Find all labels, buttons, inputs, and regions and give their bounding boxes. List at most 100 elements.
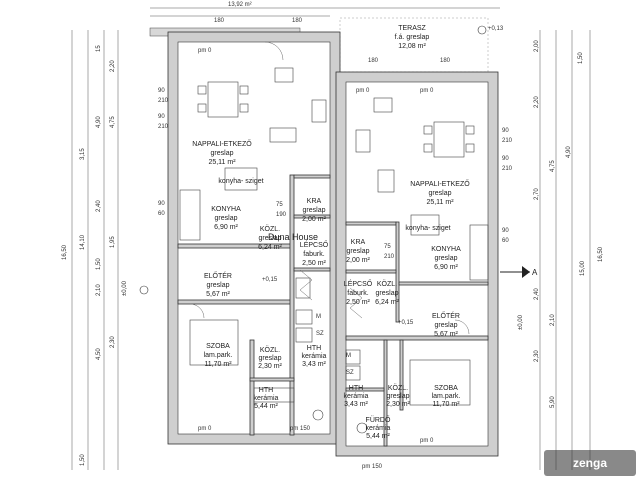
dim-r-2-10: 2,10 [550,314,556,326]
right-szoba-floor: lam.park. [432,393,461,400]
left-szoba-floor: lam.park. [204,352,233,359]
right-kozl-floor: greslap [376,290,399,297]
dim-r-2-20: 2,20 [534,96,540,108]
dim-4-50: 4,50 [96,348,102,360]
dim-r-1-50: 1,50 [578,52,584,64]
dim-r-5-90: 5,90 [550,396,556,408]
dim-180-top-left: 180 [214,18,225,24]
dim-4-90: 4,90 [96,116,102,128]
section-markers: A ±0,00 ±0,00 [122,266,538,330]
terasz-floor: f.á. greslap [395,34,430,41]
right-kitchen-name: KONYHA [431,246,461,253]
dim-180-top-right: 180 [292,18,303,24]
dim-190-kra: 190 [276,212,287,218]
right-pm0-bottom: pm 0 [420,438,434,444]
dim-1-50: 1,50 [96,258,102,270]
dim-r-4-90: 4,90 [566,146,572,158]
dim-r-2-70: 2,70 [534,188,540,200]
dim-r-4-75: 4,75 [550,160,556,172]
dim-210-a: 210 [158,98,169,104]
dim-2-20: 2,20 [110,60,116,72]
watermark-badge: zenga [544,450,636,476]
left-kitchen-name: KONYHA [211,206,241,213]
left-hth-area: 3,43 m² [302,361,326,368]
left-eloter-name: ELŐTÉR [204,271,232,280]
left-eloter-floor: greslap [207,282,230,289]
left-island-label: konyha- sziget [218,178,263,185]
right-kra-area: 2,00 m² [346,257,370,264]
right-lepcso-floor: faburk. [347,290,368,297]
dim-1-50-bottom: 1,50 [80,454,86,466]
left-kra-area: 2,00 m² [302,216,326,223]
right-kra-floor: greslap [347,248,370,255]
terasz-level: +0,13 [488,26,504,32]
right-kozl-name: KÖZL. [377,280,397,288]
right-eloter-level: +0,15 [398,320,414,326]
right-furdo-area: 5,44 m² [366,433,390,440]
right-unit: NAPPALI-ETKEZŐ greslap 25,11 m² konyha- … [335,71,499,470]
dim-210-b: 210 [158,124,169,130]
dim-90-r: 90 [502,128,509,134]
left-szoba-area: 11,70 m² [204,361,232,368]
left-eloter-level: +0,15 [262,277,278,283]
terasz-area: 12,08 m² [398,43,426,50]
dim-2-40: 2,40 [96,200,102,212]
left-kozl2-floor: greslap [259,355,282,362]
left-lepcso-area: 2,50 m² [302,260,326,267]
right-kozl-area: 6,24 m² [375,299,399,306]
right-living-floor: greslap [429,190,452,197]
dim-90-a: 90 [158,88,165,94]
dim-4-75: 4,75 [110,116,116,128]
left-kra-floor: greslap [303,207,326,214]
level-zero-right: ±0,00 [518,314,524,330]
right-pm150: pm 150 [362,464,383,470]
dim-60-c: 60 [158,211,165,217]
section-a-label: A [532,268,538,277]
dim-180-terasz-a: 180 [368,58,379,64]
right-island-label: konyha- sziget [405,225,450,232]
right-kozl2-area: 2,30 m² [386,401,410,408]
right-kitchen-floor: greslap [435,255,458,262]
left-pm150: pm 150 [290,426,311,432]
right-dimension-chain: 2,00 1,50 4,75 2,70 2,40 16,50 15,00 4,9… [534,30,604,470]
dim-90-r2: 90 [502,156,509,162]
dim-14-10: 14,10 [80,234,86,250]
right-furdo-name: FÜRDŐ [366,415,391,424]
left-kozl2-area: 2,30 m² [258,363,282,370]
left-kozl-name: KÖZL. [260,225,280,233]
dim-180-terasz-b: 180 [440,58,451,64]
dim-210-rkra: 210 [384,254,395,260]
left-eloter-area: 5,67 m² [206,291,230,298]
left-lepcso-floor: faburk. [303,251,324,258]
dim-16-50: 16,50 [62,244,68,260]
dim-90-c: 90 [158,201,165,207]
left-kozl2-name: KÖZL. [260,346,280,354]
dim-210-r: 210 [502,138,513,144]
dim-1-95: 1,95 [110,236,116,248]
left-dimension-chain: 16,50 14,10 15 2,40 4,90 4,75 3,15 2,20 … [62,30,119,470]
right-kozl2-name: KÖZL. [388,384,408,392]
dim-3-15: 3,15 [80,148,86,160]
dim-60-r3: 60 [502,238,509,244]
left-m-label: M [316,314,321,320]
left-kitchen-floor: greslap [215,215,238,222]
left-hth2-area: 5,44 m² [254,403,278,410]
right-sz-label: SZ [346,370,354,376]
left-living-area: 25,11 m² [208,159,236,166]
left-pm0-top: pm 0 [198,48,212,54]
dim-r-15-00: 15,00 [580,260,586,276]
right-lepcso-area: 2,50 m² [346,299,370,306]
right-eloter-area: 5,67 m² [434,331,458,338]
dim-2-10: 2,10 [96,284,102,296]
dim-90-r3: 90 [502,228,509,234]
right-szoba-name: SZOBA [434,385,458,392]
left-lepcso-name: LÉPCSŐ [300,240,329,249]
right-lepcso-name: LÉPCSŐ [344,279,373,288]
left-sz-label: SZ [316,331,324,337]
right-szoba-area: 11,70 m² [432,401,460,408]
right-living-area: 25,11 m² [426,199,454,206]
dim-r-2-40: 2,40 [534,288,540,300]
center-watermark: Duna House [268,232,318,242]
right-eloter-name: ELŐTÉR [432,311,460,320]
right-pm0-top-2: pm 0 [420,88,434,94]
